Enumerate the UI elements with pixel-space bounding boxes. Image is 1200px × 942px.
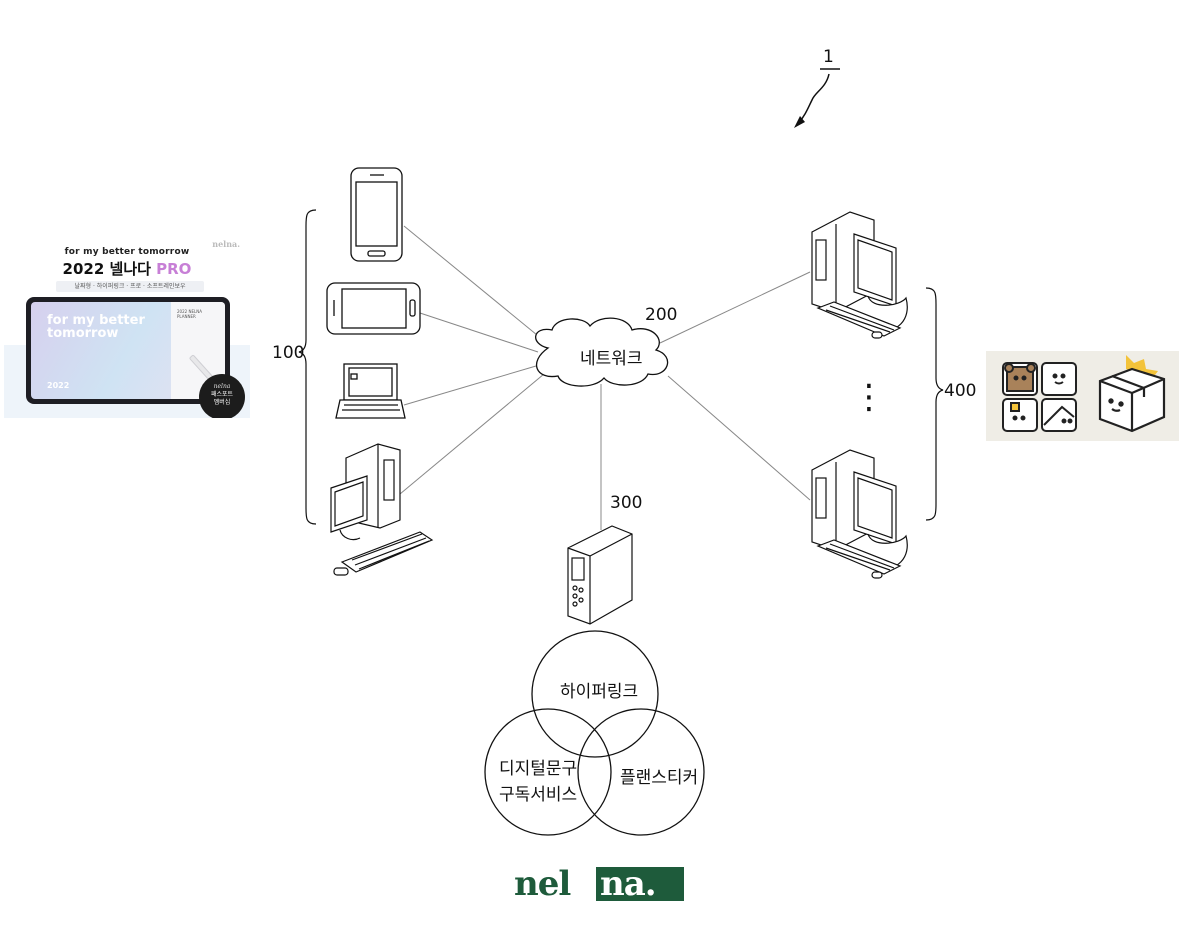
server-icon: 300 [568,493,642,624]
system-ref-label: 1 [823,47,834,67]
user-group-brace: 100 [272,210,316,524]
server-ref-label: 300 [610,493,642,513]
planner-page-title: 2022 NELNA PLANNER [177,309,217,319]
link-client-top [660,272,810,343]
desktop-computer-icon [812,450,907,578]
system-reference: 1 [794,47,840,128]
client-group-label: 400 [944,381,976,401]
network-label: 네트워크 [580,349,643,369]
link-user-desktop [400,374,544,494]
cloud-icon: 네트워크 200 [536,305,678,386]
badge-line3: 멤버십 [199,399,245,407]
membership-badge: nelna 패스포트 멤버십 [199,374,245,418]
planner-promo-image: nelna. for my better tomorrow 2022 넬나다 P… [4,238,250,418]
promo-title-main: 2022 넬나다 [63,260,157,278]
promo-title-pro: PRO [156,260,191,278]
sticker-product-image [986,351,1179,441]
link-smartphone [404,226,548,344]
link-laptop [404,366,536,405]
screen-year: 2022 [47,381,69,390]
logo-right-part: na. [600,866,656,902]
bear-sticker-icon [1003,363,1076,431]
screen-headline: for my better tomorrow [47,314,157,340]
venn-left-label-line1: 디지털문구 [499,759,577,779]
logo-left-part: nel [514,866,570,902]
user-group-label: 100 [272,343,304,363]
promo-subtitle: 날짜형 · 하이퍼링크 · 프로 · 소프트레인보우 [56,281,204,292]
tablet-screen: for my better tomorrow 2022 2022 NELNA P… [31,302,225,399]
venn-right-label: 플랜스티커 [620,768,698,788]
smartphone-icon [351,168,402,261]
network-ref-label: 200 [645,305,677,325]
link-tablet [420,313,538,352]
box-sticker-icon [1100,355,1164,431]
laptop-icon [336,364,405,418]
more-clients-ellipsis: ⋮ [852,377,886,417]
desktop-computer-icon [812,212,907,338]
badge-brand: nelna [199,383,245,391]
tablet-icon [327,283,420,334]
client-group-brace: 400 [926,288,976,520]
promo-tagline: for my better tomorrow [4,247,250,257]
badge-line2: 패스포트 [199,391,245,399]
promo-title: 2022 넬나다 PRO [4,258,250,279]
desktop-computer-icon [331,444,432,575]
venn-left-label-line2: 구독서비스 [499,785,577,805]
venn-top-label: 하이퍼링크 [560,682,638,702]
link-client-bottom [668,376,810,500]
nelna-logo: nel na. [514,866,684,902]
